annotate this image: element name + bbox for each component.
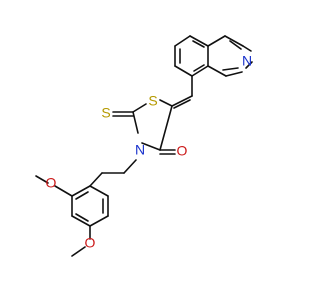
dimethoxyphenyl-ring bbox=[71, 185, 109, 227]
thiazolidinone-ring bbox=[112, 99, 176, 155]
molecule-structure: N S S N O O O bbox=[35, 35, 253, 257]
quinoline-nitrogen-label: N bbox=[242, 53, 252, 69]
structure-canvas: N S S N O O O bbox=[35, 35, 253, 257]
carbonyl-oxygen-label: O bbox=[177, 143, 188, 159]
methine-linker bbox=[171, 75, 193, 109]
ethyl-linker bbox=[89, 159, 137, 187]
quinoline-pyridine-ring bbox=[207, 35, 253, 77]
methoxy-oxygen-upper-label: O bbox=[46, 175, 57, 191]
methoxy-groups bbox=[35, 175, 91, 257]
methoxy-oxygen-lower-label: O bbox=[85, 235, 96, 251]
thione-sulfur-label: S bbox=[101, 105, 110, 121]
thiazolidine-sulfur-label: S bbox=[148, 93, 157, 109]
quinoline-benzene-ring bbox=[174, 35, 209, 77]
ring-nitrogen-label: N bbox=[135, 142, 145, 158]
